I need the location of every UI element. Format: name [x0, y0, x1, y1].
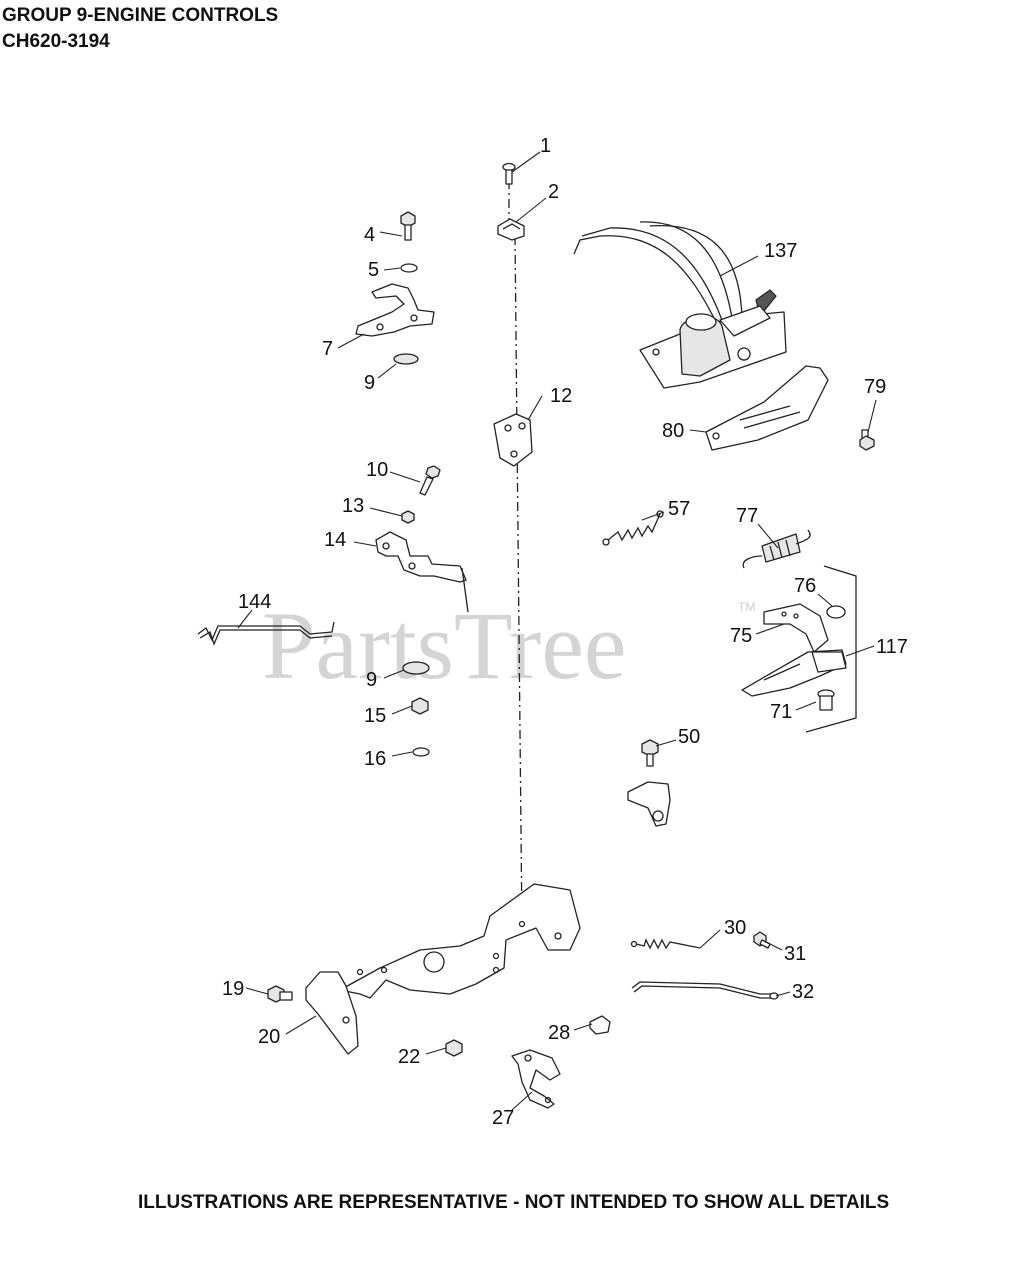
leader-lines	[237, 151, 877, 1111]
part-4-bolt[interactable]	[400, 211, 416, 241]
disclaimer-footer: ILLUSTRATIONS ARE REPRESENTATIVE - NOT I…	[138, 1192, 890, 1213]
part-76-washer[interactable]	[826, 605, 846, 619]
callout-16: 16	[364, 748, 386, 770]
callout-9-lower: 9	[366, 669, 377, 691]
part-80-bracket[interactable]	[705, 365, 829, 451]
model-number: CH620-3194	[2, 31, 110, 52]
part-31-screw[interactable]	[753, 931, 771, 949]
part-144-link-rod[interactable]	[197, 621, 335, 646]
callout-22: 22	[398, 1046, 420, 1068]
part-137-throttle-control[interactable]	[573, 221, 787, 389]
part-19-bolt[interactable]	[267, 985, 293, 1003]
callout-15: 15	[364, 705, 386, 727]
callout-7: 7	[322, 338, 333, 360]
callout-71: 71	[770, 701, 792, 723]
callout-77: 77	[736, 505, 758, 527]
callout-27: 27	[492, 1107, 514, 1129]
callout-30: 30	[724, 917, 746, 939]
callout-10: 10	[366, 459, 388, 481]
callout-57: 57	[668, 498, 690, 520]
callout-19: 19	[222, 978, 244, 1000]
part-117-group-bracket	[805, 565, 857, 733]
callout-144: 144	[238, 591, 271, 613]
part-9-washer-lower[interactable]	[402, 661, 430, 675]
part-7-bracket[interactable]	[355, 283, 435, 337]
part-77-spring[interactable]	[742, 529, 811, 569]
part-16-washer[interactable]	[412, 747, 430, 757]
callout-1: 1	[540, 135, 551, 157]
part-2-clip[interactable]	[497, 218, 525, 241]
part-5-washer[interactable]	[400, 263, 418, 273]
callout-13: 13	[342, 495, 364, 517]
callout-28: 28	[548, 1022, 570, 1044]
part-14-bracket[interactable]	[375, 531, 469, 613]
part-32-rod[interactable]	[631, 981, 779, 1000]
alignment-line	[508, 180, 523, 931]
part-30-spring[interactable]	[630, 938, 701, 950]
callout-31: 31	[784, 943, 806, 965]
part-10-bolt[interactable]	[419, 465, 441, 496]
part-22-nut[interactable]	[445, 1039, 463, 1057]
callout-14: 14	[324, 529, 346, 551]
part-13-nut[interactable]	[401, 510, 415, 524]
part-20-control-bracket[interactable]	[305, 883, 581, 1055]
callout-12: 12	[550, 385, 572, 407]
callout-32: 32	[792, 981, 814, 1003]
callout-137: 137	[764, 240, 797, 262]
callout-9-upper: 9	[364, 372, 375, 394]
part-1-screw[interactable]	[502, 162, 516, 185]
part-27-lever[interactable]	[511, 1049, 561, 1109]
part-79-bolt[interactable]	[859, 429, 875, 451]
callout-2: 2	[548, 181, 559, 203]
callout-79: 79	[864, 376, 886, 398]
callout-50: 50	[678, 726, 700, 748]
watermark: PartsTree	[262, 592, 626, 699]
callout-75: 75	[730, 625, 752, 647]
callout-80: 80	[662, 420, 684, 442]
watermark-tm: TM	[738, 600, 755, 614]
part-28-clip[interactable]	[589, 1015, 611, 1035]
part-50-bolt[interactable]	[641, 739, 659, 767]
callout-76: 76	[794, 575, 816, 597]
callout-117: 117	[876, 636, 908, 658]
page-title: GROUP 9-ENGINE CONTROLS	[2, 5, 279, 26]
callout-4: 4	[364, 224, 375, 246]
part-75-governor-lever[interactable]	[741, 603, 847, 697]
part-50-bracket[interactable]	[627, 781, 671, 827]
part-9-washer-upper[interactable]	[393, 353, 419, 365]
part-15-nut[interactable]	[411, 697, 429, 715]
part-71-pin[interactable]	[817, 689, 835, 711]
part-12-plate[interactable]	[493, 413, 533, 467]
callout-5: 5	[368, 259, 379, 281]
callout-20: 20	[258, 1026, 280, 1048]
